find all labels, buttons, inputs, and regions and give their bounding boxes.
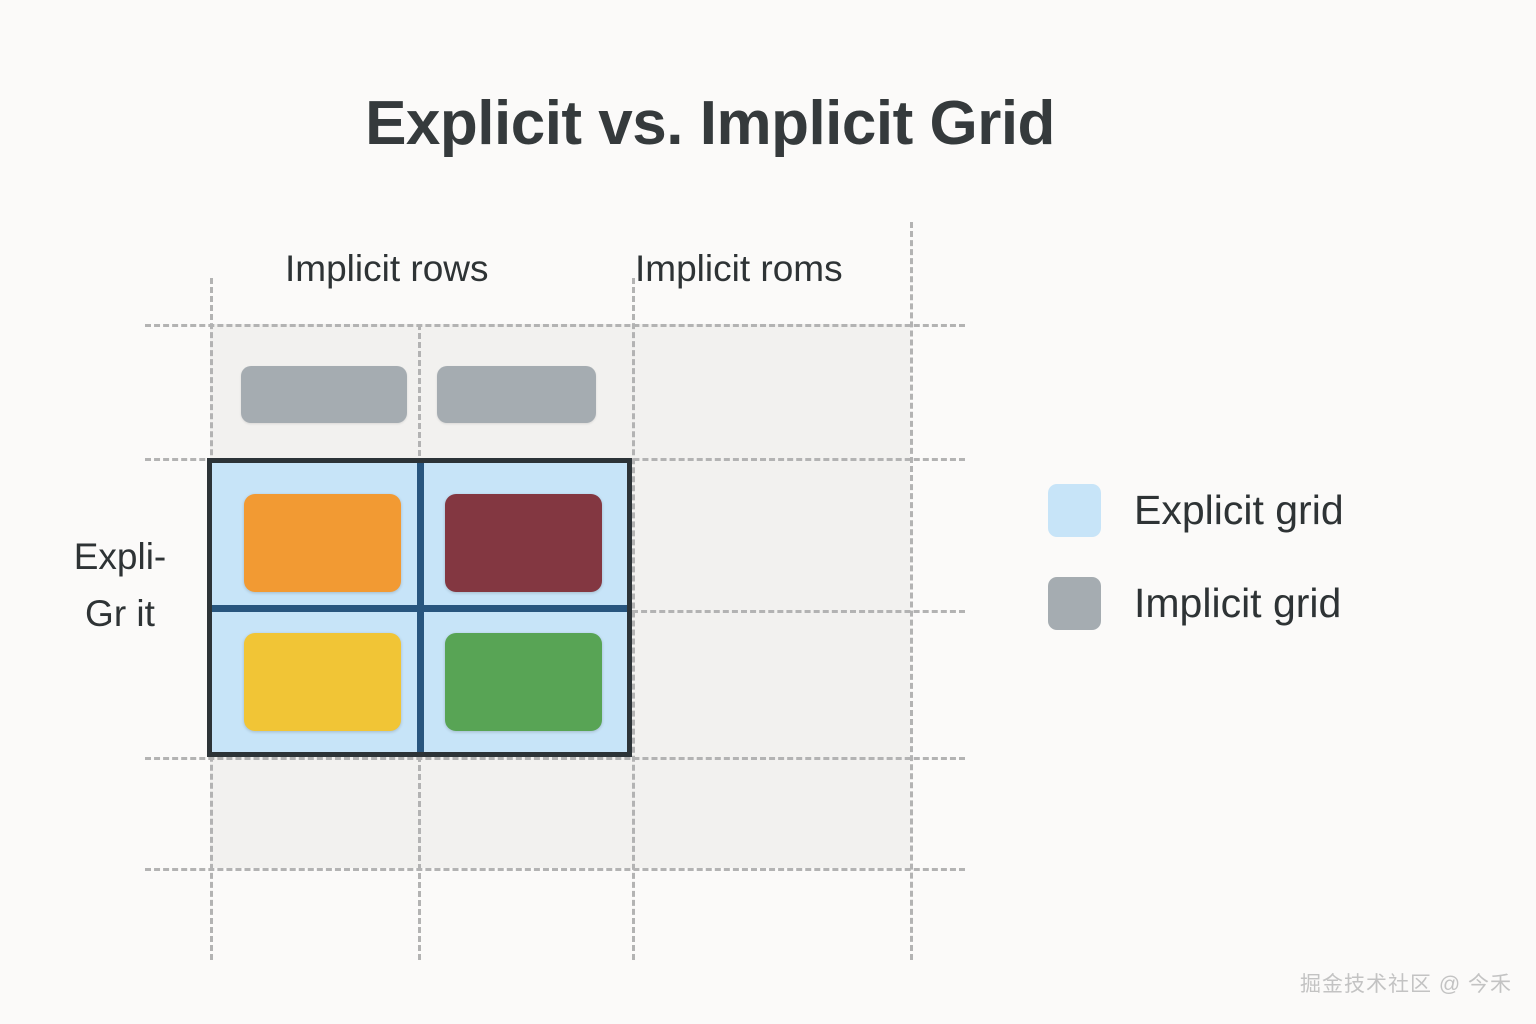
legend-swatch-implicit-grid [1048, 577, 1101, 630]
row-label-line-2: Gr it [85, 593, 155, 635]
legend-item-explicit-grid: Explicit grid [1048, 484, 1344, 537]
gridline-horizontal-1 [145, 324, 965, 327]
explicit-item-green [445, 633, 602, 731]
gridline-horizontal-4 [145, 757, 965, 760]
legend-label-explicit-grid: Explicit grid [1134, 487, 1344, 533]
gridline-horizontal-3 [632, 610, 965, 613]
page-title: Explicit vs. Implicit Grid [365, 89, 1055, 158]
explicit-item-orange [244, 494, 401, 592]
watermark: 掘金技术社区 @ 今禾 [1300, 973, 1512, 996]
gridline-vertical-3 [632, 278, 635, 960]
row-label-explicit-grid: Expli- Gr it [40, 528, 200, 643]
legend-item-implicit-grid: Implicit grid [1048, 577, 1344, 630]
explicit-grid-row-divider [212, 605, 627, 612]
legend-label-implicit-grid: Implicit grid [1134, 580, 1342, 626]
explicit-grid-box [207, 458, 632, 757]
column-label-implicit-roms: Implicit roms [635, 248, 843, 289]
column-label-implicit-rows: Implicit rows [285, 248, 489, 289]
explicit-item-maroon [445, 494, 602, 592]
row-label-line-1: Expli- [73, 536, 167, 577]
implicit-item-2 [437, 366, 596, 423]
legend-swatch-explicit-grid [1048, 484, 1101, 537]
implicit-item-1 [241, 366, 407, 423]
explicit-item-yellow [244, 633, 401, 731]
gridline-vertical-4 [910, 222, 913, 960]
legend: Explicit grid Implicit grid [1048, 484, 1344, 670]
gridline-horizontal-5 [145, 868, 965, 871]
